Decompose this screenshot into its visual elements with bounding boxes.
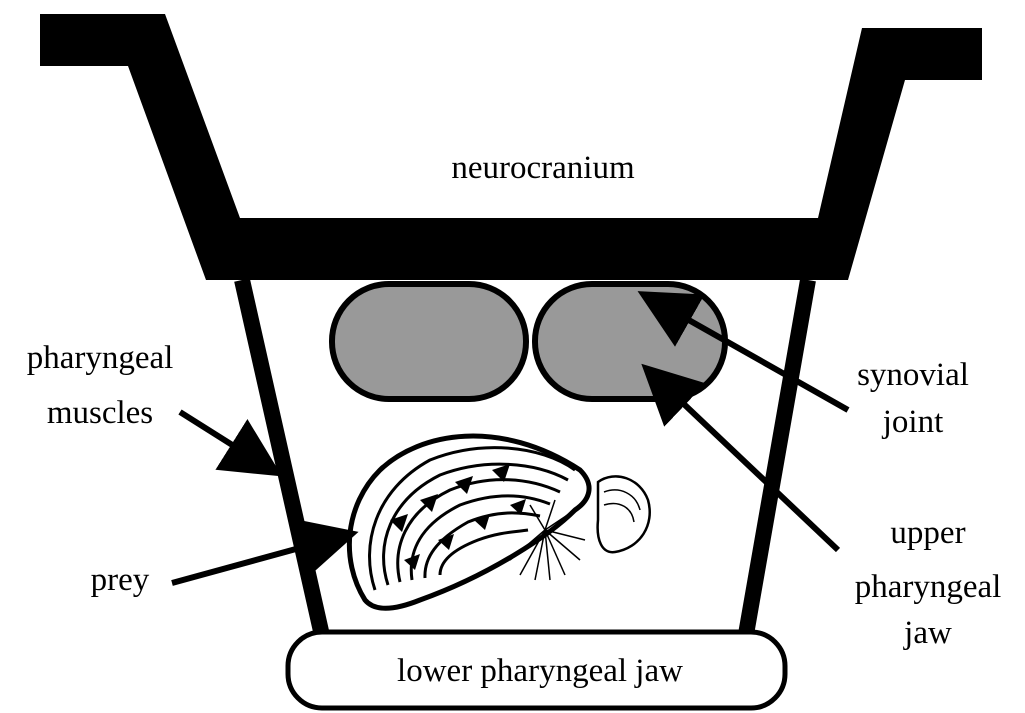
prey-label: prey	[91, 562, 150, 598]
mussel-icon	[349, 436, 649, 608]
upper-jaw-label-line2: pharyngeal	[855, 569, 1002, 605]
upper-jaw-label-line1: upper	[890, 515, 965, 551]
synovial-joint-label-line1: synovial	[857, 357, 969, 393]
upper-pharyngeal-jaw-shapes	[332, 284, 725, 399]
upper-pharyngeal-jaw-right	[535, 284, 725, 399]
right-pharyngeal-muscle	[745, 280, 808, 640]
arrow-icon-prey	[172, 535, 347, 583]
arrow-icon-pharyngeal-muscles	[180, 412, 272, 470]
neurocranium-label: neurocranium	[451, 150, 635, 186]
upper-pharyngeal-jaw-left	[332, 284, 526, 399]
arrow-icon-upper-jaw	[650, 372, 838, 550]
synovial-joint-label-line2: joint	[882, 404, 944, 440]
lower-jaw-label: lower pharyngeal jaw	[397, 653, 683, 689]
pharyngeal-muscles-label-line2: muscles	[47, 395, 153, 431]
upper-jaw-label-line3: jaw	[903, 615, 952, 651]
neurocranium-shape	[40, 14, 982, 280]
pharyngeal-muscles-label-line1: pharyngeal	[27, 340, 174, 376]
